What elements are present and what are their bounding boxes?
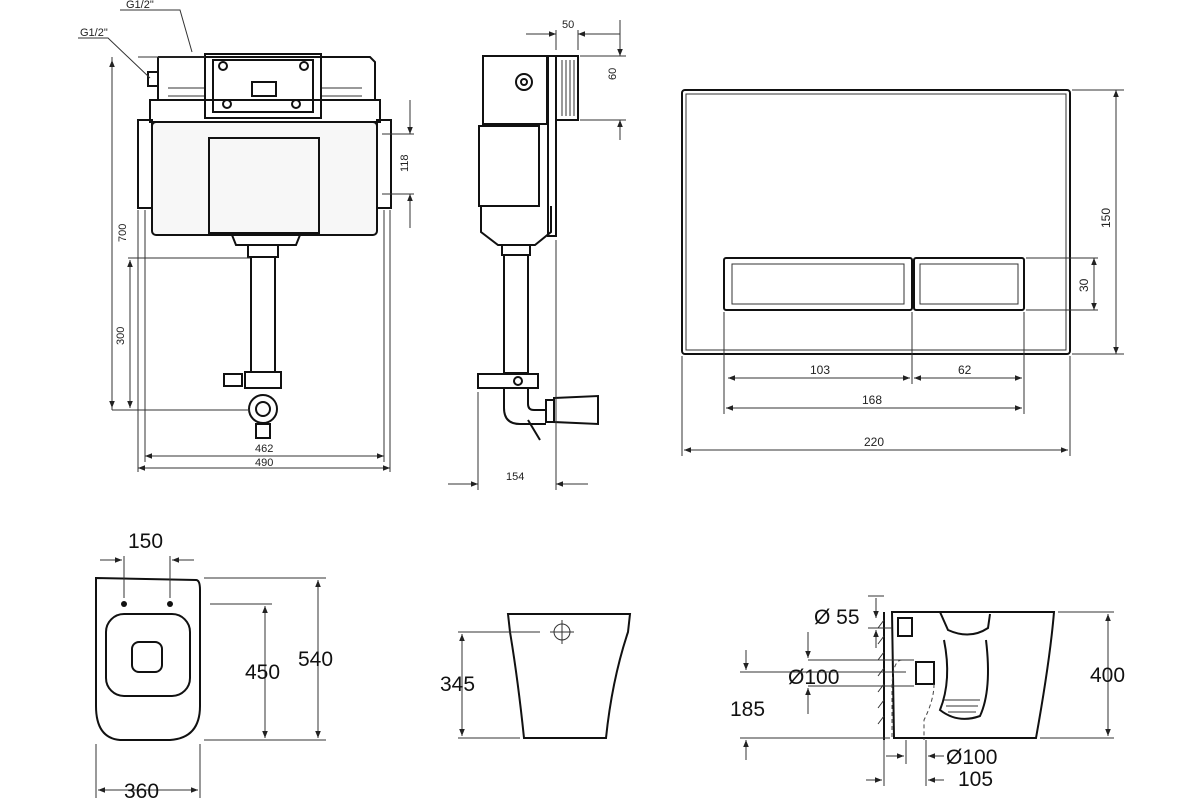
dim-168: 168 <box>862 393 882 407</box>
dim-700: 700 <box>117 224 129 242</box>
thread-label-left: G1/2" <box>80 27 108 39</box>
dim-540: 540 <box>298 648 333 671</box>
cistern-side-view: 50 60 154 <box>448 19 626 490</box>
dim-400: 400 <box>1090 664 1125 687</box>
dim-60: 60 <box>607 68 619 80</box>
cistern-front-view: G1/2" G1/2" 700 300 118 462 490 <box>78 0 414 472</box>
dim-62: 62 <box>958 363 972 377</box>
dim-150-toilet: 150 <box>128 530 163 553</box>
dim-220: 220 <box>864 435 884 449</box>
thread-label-top: G1/2" <box>126 0 154 11</box>
bolt-hole-right <box>167 601 173 607</box>
toilet-top-view: 150 450 540 360 <box>95 530 333 800</box>
dim-105: 105 <box>958 768 993 791</box>
dim-462: 462 <box>255 443 273 455</box>
dim-360: 360 <box>124 780 159 800</box>
toilet-front-view: 345 <box>440 613 632 739</box>
dim-154: 154 <box>506 471 524 483</box>
dim-345: 345 <box>440 673 475 696</box>
dim-150-plate: 150 <box>1099 208 1113 228</box>
dim-d55: Ø 55 <box>814 606 860 629</box>
bolt-hole-left <box>121 601 127 607</box>
toilet-side-view: Ø 55 Ø100 185 400 Ø100 105 <box>730 595 1125 791</box>
dim-103: 103 <box>810 363 830 377</box>
dim-d100-upper: Ø100 <box>788 666 839 689</box>
dim-450: 450 <box>245 661 280 684</box>
dim-490: 490 <box>255 457 273 469</box>
dim-300: 300 <box>115 327 127 345</box>
dim-50: 50 <box>562 19 574 31</box>
dim-118: 118 <box>399 154 411 172</box>
dim-185: 185 <box>730 698 765 721</box>
dim-d100-lower: Ø100 <box>946 746 997 769</box>
dim-30: 30 <box>1077 278 1091 292</box>
flush-plate-view: 150 30 103 62 168 220 <box>681 89 1124 456</box>
